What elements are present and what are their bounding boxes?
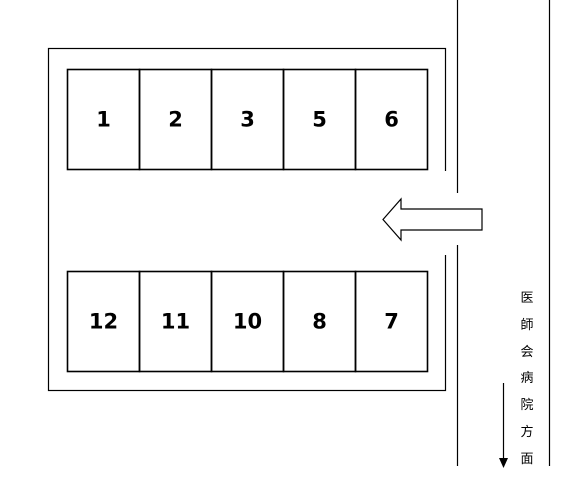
direction-note-char: 方 xyxy=(520,425,534,440)
stall-number: 2 xyxy=(168,108,183,132)
parking-stall: 5 xyxy=(282,68,357,171)
stall-outline xyxy=(354,68,429,171)
parking-stall: 11 xyxy=(138,270,213,373)
parking-stall: 1 xyxy=(66,68,141,171)
parking-stall: 8 xyxy=(282,270,357,373)
direction-note-char: 院 xyxy=(520,398,534,414)
direction-note-char: 会 xyxy=(520,344,534,360)
parking-stall: 6 xyxy=(354,68,429,171)
direction-note-char: 医 xyxy=(520,291,534,306)
stall-number: 3 xyxy=(240,108,255,132)
stall-number: 5 xyxy=(312,108,327,132)
stall-number: 7 xyxy=(384,310,399,334)
bottom-row: 12 11 10 8 7 xyxy=(66,270,429,373)
parking-stall: 7 xyxy=(354,270,429,373)
top-row: 1 2 3 5 6 xyxy=(66,68,429,171)
stall-number: 12 xyxy=(89,310,118,334)
parking-stall: 12 xyxy=(66,270,141,373)
direction-note-char: 師 xyxy=(520,317,534,333)
stall-number: 11 xyxy=(161,310,190,334)
parking-stall: 10 xyxy=(210,270,285,373)
parking-stall: 3 xyxy=(210,68,285,171)
stall-number: 10 xyxy=(233,310,262,334)
arrow-down-icon xyxy=(499,383,508,468)
direction-note-char: 面 xyxy=(520,451,534,467)
parking-stall: 2 xyxy=(138,68,213,171)
stall-outline xyxy=(354,270,429,373)
stall-number: 1 xyxy=(96,108,111,132)
direction-note-char: 病 xyxy=(520,371,534,387)
stall-number: 8 xyxy=(312,310,327,334)
entrance-arrow-left-icon xyxy=(382,197,483,242)
stall-number: 6 xyxy=(384,108,399,132)
